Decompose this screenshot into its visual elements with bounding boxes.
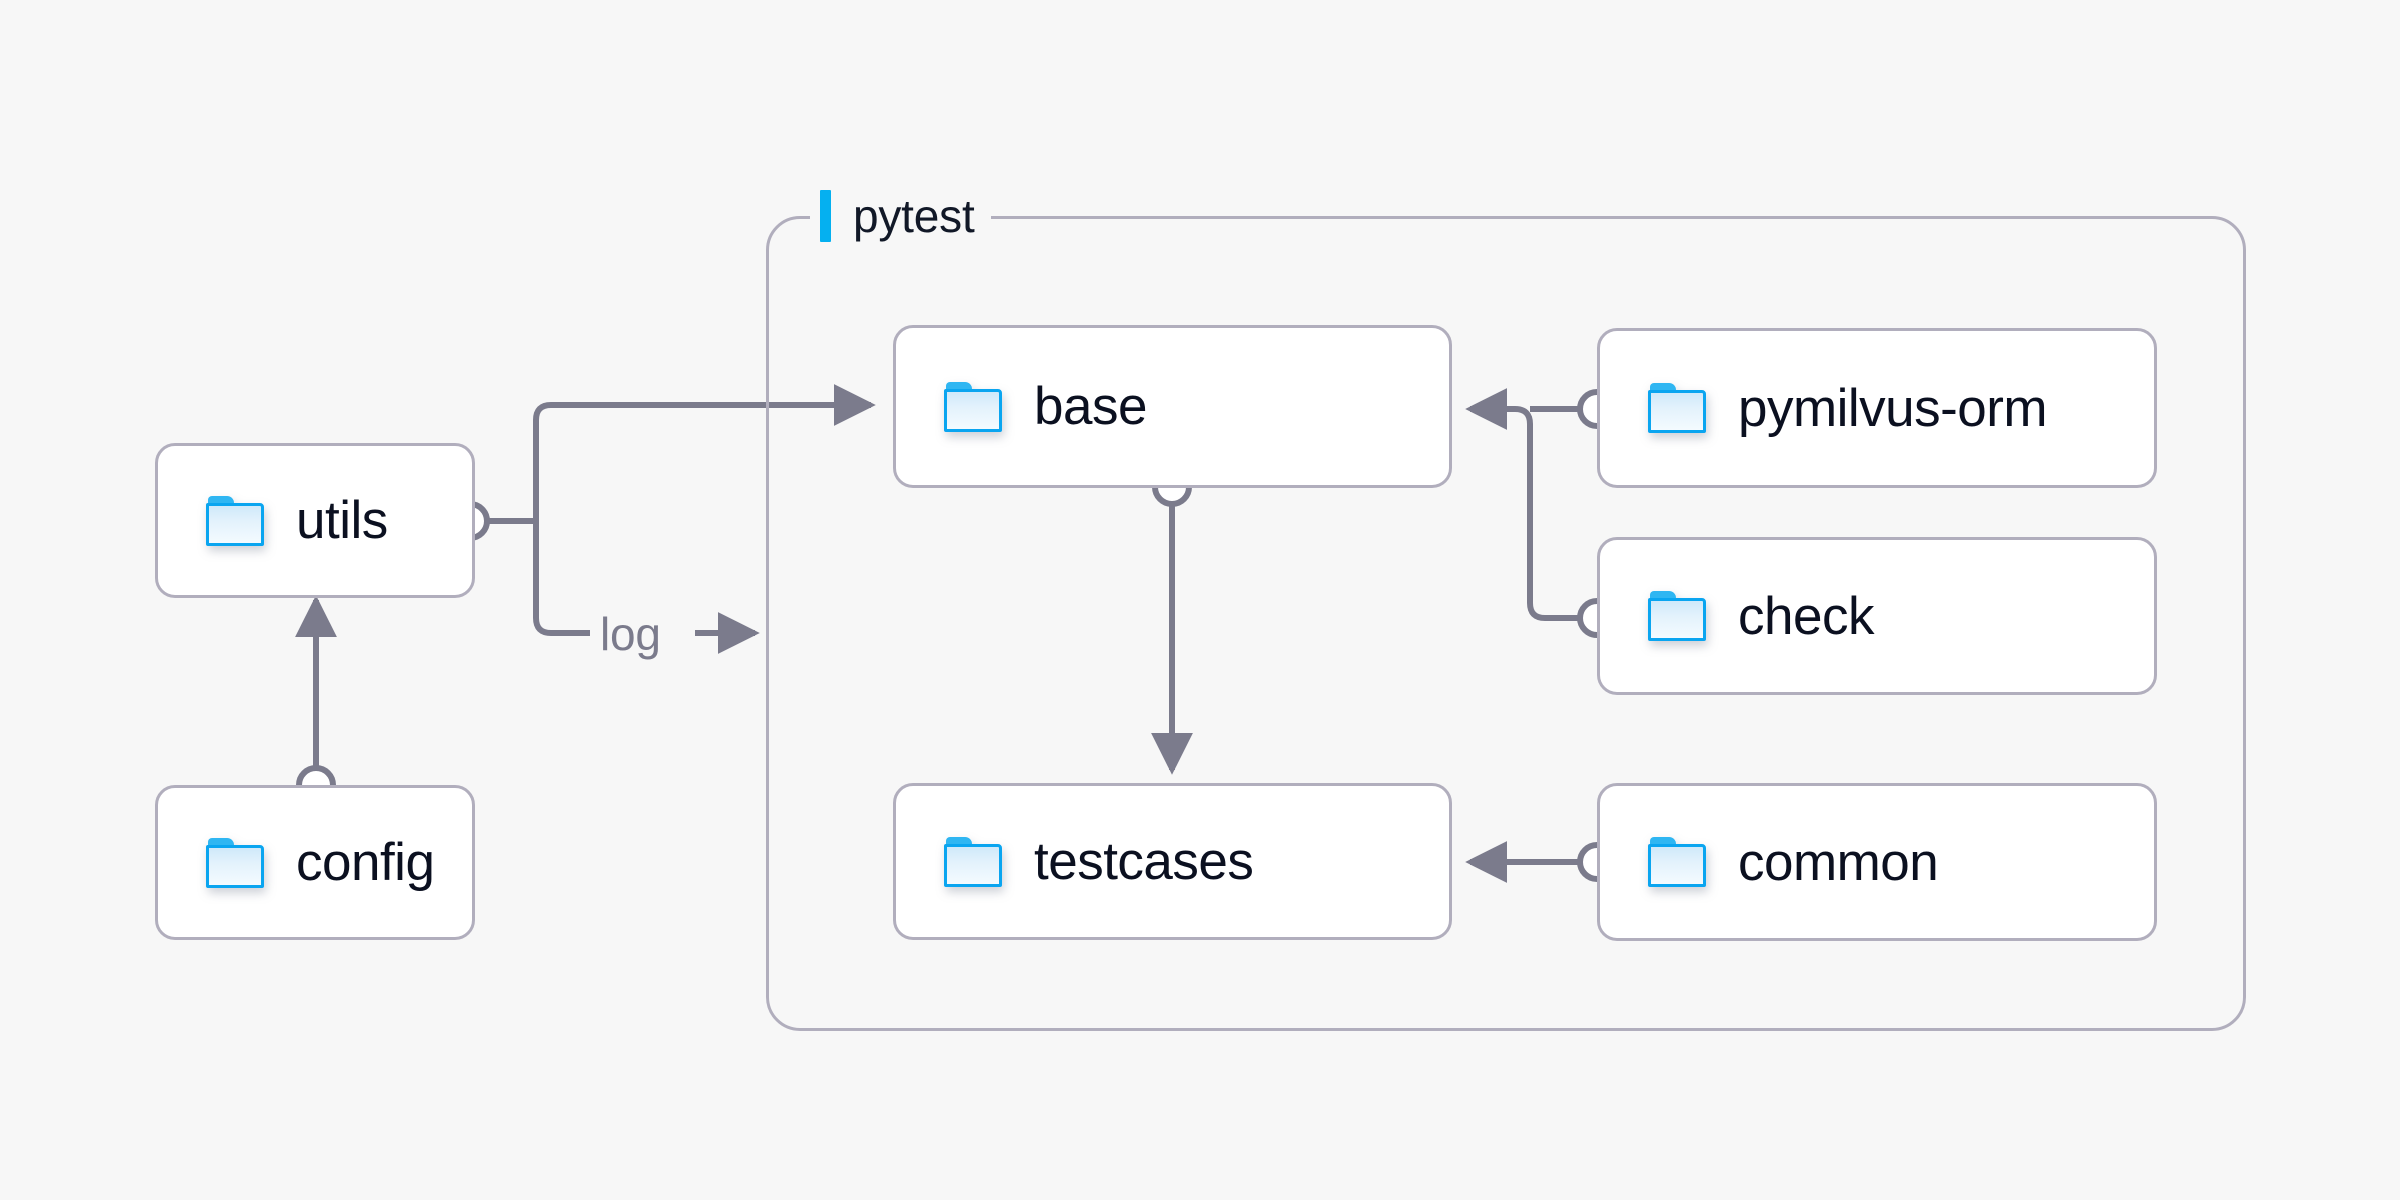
node-check-label: check bbox=[1738, 586, 1874, 646]
group-pytest-label: pytest bbox=[853, 190, 975, 242]
group-pytest-label-wrap: pytest bbox=[810, 187, 991, 245]
node-config[interactable]: config bbox=[155, 785, 475, 940]
node-base[interactable]: base bbox=[893, 325, 1452, 488]
node-config-label: config bbox=[296, 833, 435, 892]
node-testcases-label: testcases bbox=[1034, 832, 1254, 891]
edge-config-to-utils bbox=[295, 595, 337, 805]
node-check[interactable]: check bbox=[1597, 537, 2157, 695]
folder-icon bbox=[206, 495, 264, 546]
group-pytest bbox=[766, 216, 2246, 1031]
edge-label-log: log bbox=[600, 608, 661, 660]
folder-icon bbox=[1648, 591, 1706, 641]
folder-icon bbox=[206, 837, 264, 888]
folder-icon bbox=[1648, 837, 1706, 887]
node-common-label: common bbox=[1738, 832, 1939, 892]
node-utils[interactable]: utils bbox=[155, 443, 475, 598]
node-common[interactable]: common bbox=[1597, 783, 2157, 941]
node-testcases[interactable]: testcases bbox=[893, 783, 1452, 940]
node-utils-label: utils bbox=[296, 491, 388, 550]
folder-icon bbox=[944, 381, 1002, 432]
folder-icon bbox=[1648, 383, 1706, 433]
group-accent-bar bbox=[820, 190, 831, 242]
node-pymilvus-orm[interactable]: pymilvus-orm bbox=[1597, 328, 2157, 488]
folder-icon bbox=[944, 836, 1002, 887]
node-pymilvus-orm-label: pymilvus-orm bbox=[1738, 378, 2048, 438]
node-base-label: base bbox=[1034, 377, 1147, 436]
